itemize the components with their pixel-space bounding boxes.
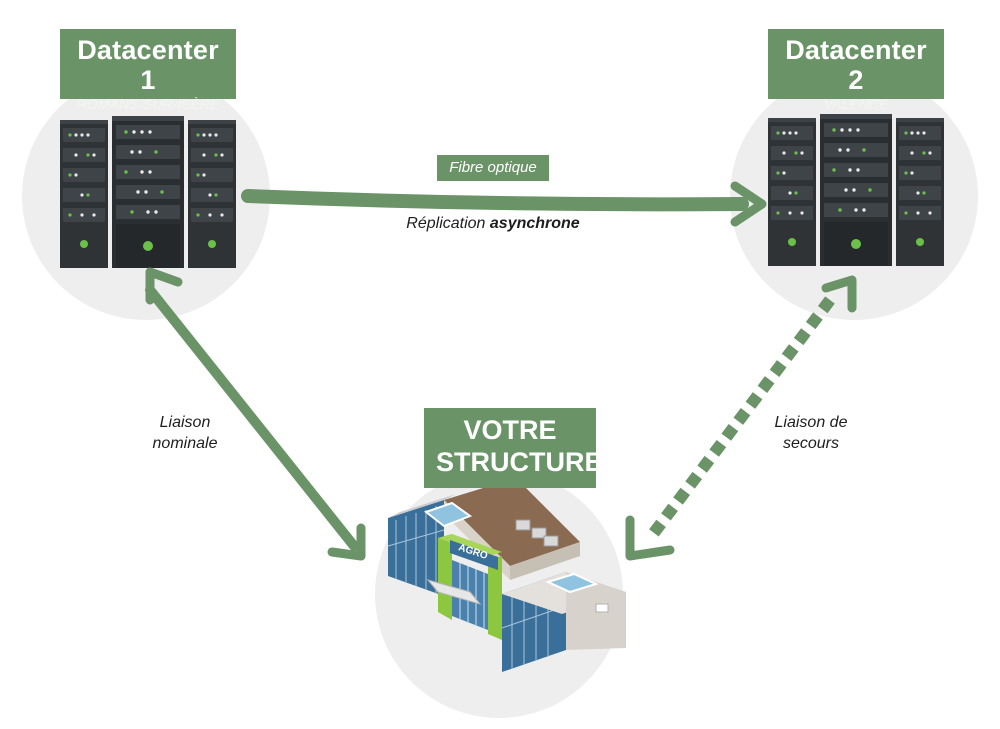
datacenter1-label: Datacenter 1 ROMANS-SUR-ISÈRE xyxy=(60,29,236,112)
nominal-link-line2: nominale xyxy=(152,435,218,452)
backup-link-caption: Liaison de secours xyxy=(756,412,866,454)
datacenter1-server-rack-icon xyxy=(60,116,236,268)
nominal-link-caption: Liaison nominale xyxy=(130,412,240,454)
backup-link-line2: secours xyxy=(782,435,840,452)
structure-line2: STRUCTURE xyxy=(436,447,603,477)
nominal-link-arrow-icon xyxy=(145,267,366,561)
replication-mode: asynchrone xyxy=(489,215,580,232)
datacenter1-title: Datacenter 1 xyxy=(77,35,219,95)
datacenter2-location: VALENCE xyxy=(823,96,889,112)
backup-link-arrow-icon xyxy=(625,275,857,561)
backup-link-line1: Liaison de xyxy=(774,414,848,431)
structure-line1: VOTRE xyxy=(463,415,557,445)
replication-prefix: Réplication xyxy=(406,215,490,232)
nominal-link-line1: Liaison xyxy=(159,414,211,431)
datacenter2-server-rack-icon xyxy=(768,114,944,266)
replication-arrow-icon xyxy=(241,181,767,227)
datacenter1-location: ROMANS-SUR-ISÈRE xyxy=(76,96,220,112)
datacenter2-label: Datacenter 2 VALENCE xyxy=(768,29,944,112)
replication-caption: Réplication asynchrone xyxy=(380,213,606,234)
structure-label: VOTRE STRUCTURE xyxy=(424,408,603,488)
fibre-optic-label: Fibre optique xyxy=(437,155,549,181)
building-icon: AGRO xyxy=(387,478,626,672)
datacenter2-title: Datacenter 2 xyxy=(785,35,927,95)
